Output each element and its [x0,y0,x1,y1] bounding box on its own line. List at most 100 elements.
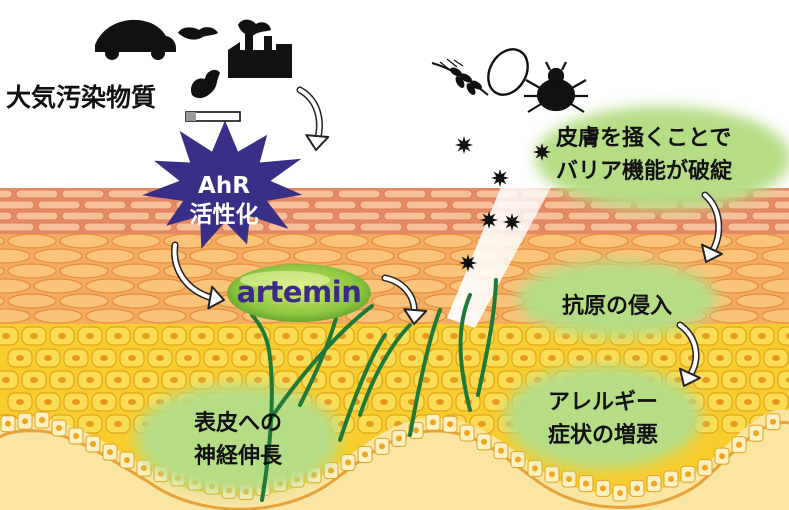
flow-arrow-fill [678,323,698,377]
nerve-fiber [338,333,387,442]
cell-nucleus [436,399,444,405]
corneum-cell [383,189,427,199]
cell-nucleus [674,377,682,383]
cell-nucleus [498,447,504,454]
cell-nucleus [464,355,472,361]
flow-arrow-fill [172,243,214,300]
granular-cell [683,233,733,249]
granular-cell [735,233,785,249]
cell-nucleus [156,355,164,361]
cell-nucleus [141,465,147,472]
granular-cell [111,263,161,279]
cell-nucleus [583,480,589,487]
cell-nucleus [413,427,419,434]
cell-nucleus [744,399,752,405]
flow-arrow-fill [383,276,417,314]
cell-nucleus [170,377,178,383]
cell-nucleus [736,441,742,448]
cell-nucleus [685,471,691,478]
cell-nucleus [100,399,108,405]
cell-nucleus [422,377,430,383]
cell-nucleus [674,333,682,339]
cell-nucleus [380,399,388,405]
flow-arrow-fill [703,193,721,254]
allergen-particle [480,211,498,229]
cell-nucleus [56,424,62,431]
cell-nucleus [394,377,402,383]
corneum-cell [543,222,587,232]
granular-cell [85,278,135,294]
ahr-activation-label: AhR 活性化 [168,172,280,230]
allergen-particle [491,169,509,187]
corneum-cell [107,189,151,199]
nerve-fiber [268,304,374,422]
cell-nucleus [16,399,24,405]
cell-nucleus [600,485,606,492]
corneum-cell [635,222,679,232]
cell-nucleus [730,377,738,383]
granular-cell [0,308,31,324]
cell-nucleus [408,355,416,361]
cell-nucleus [72,399,80,405]
granular-cell [33,278,83,294]
nerve-fiber [250,313,274,502]
granular-cell [371,263,421,279]
cell-nucleus [328,467,334,474]
granular-cell [189,248,239,264]
cell-nucleus [634,485,640,492]
cell-nucleus [447,421,453,428]
spinous-cell [777,326,789,346]
granular-cell [397,248,447,264]
scratch-label-line1: 皮膚を掻くことで [556,126,732,151]
corneum-cell [451,200,495,210]
granular-cell [189,308,239,324]
cell-nucleus [730,421,738,427]
corneum-cell [0,200,35,210]
granular-cell [59,263,109,279]
nerve-fibers [250,278,498,502]
granular-cell [527,233,577,249]
granular-cell [0,266,5,276]
cell-nucleus [345,459,351,466]
flow-arrow-fill [298,88,322,140]
cell-nucleus [702,464,708,471]
granular-cell [33,308,83,324]
cell-nucleus [566,475,572,482]
spinous-cell [777,370,789,390]
cell-nucleus [478,333,486,339]
cell-nucleus [114,421,122,427]
scratch-barrier-label: 皮膚を掻くことで バリア機能が破綻 [556,122,732,188]
cell-nucleus [632,355,640,361]
corneum-cell [0,222,35,232]
cell-nucleus [758,377,766,383]
granular-cell [7,263,57,279]
basal-layer [0,409,789,510]
corneum-cell [429,189,473,199]
cell-nucleus [30,333,38,339]
cell-nucleus [366,333,374,339]
cell-nucleus [86,421,94,427]
corneum-cell [337,189,381,199]
cell-nucleus [296,355,304,361]
granular-cell [423,233,473,249]
granular-cell [657,248,707,264]
cell-nucleus [100,355,108,361]
ahr-label-line1: AhR [198,173,250,199]
flow-arrows [171,86,723,387]
granular-cell [735,293,785,309]
granular-cell [761,308,789,324]
cell-nucleus [422,333,430,339]
corneum-cell [83,200,127,210]
egg-icon [487,48,529,96]
car-icon [95,19,176,60]
cell-nucleus [142,333,150,339]
cell-nucleus [107,449,113,456]
corneum-cell [359,200,403,210]
cell-nucleus [184,355,192,361]
wheat-icon [431,58,489,96]
smoke-icon [178,19,271,99]
blob-antigen [517,261,717,337]
cell-nucleus [668,475,674,482]
corneum-cell [291,211,335,221]
cell-nucleus [128,399,136,405]
